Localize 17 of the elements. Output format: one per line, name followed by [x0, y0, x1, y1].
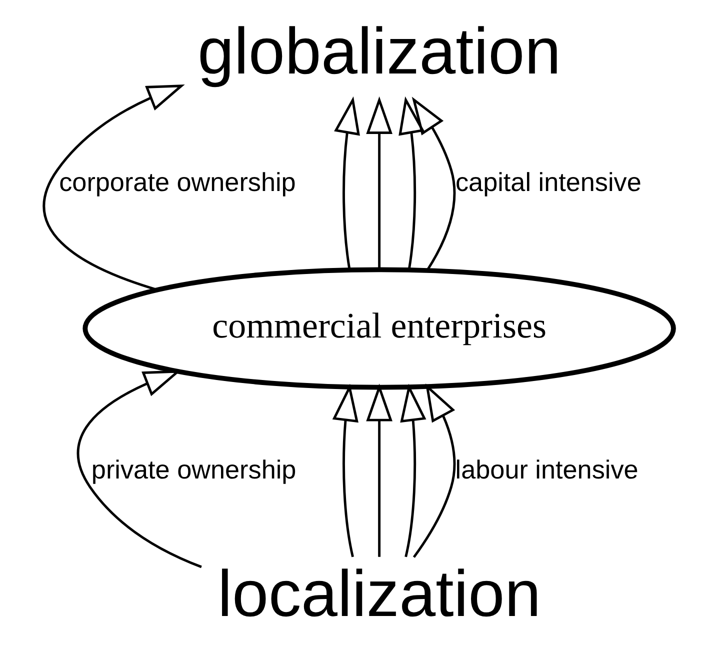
arrow [411, 96, 456, 271]
edge-label: capital intensive [455, 166, 641, 197]
edge-label: private ownership [90, 454, 296, 485]
arrow [400, 384, 426, 558]
arrow [366, 96, 392, 270]
arrow [412, 383, 456, 558]
arrow [332, 384, 358, 558]
arrow [366, 384, 392, 557]
edge-label: corporate ownership [58, 166, 296, 197]
node-ellipse: commercial enterprises [82, 267, 676, 390]
arrow [398, 96, 424, 270]
arrow [334, 96, 360, 270]
node-text: globalization [197, 14, 560, 88]
edge-label: labour intensive [454, 454, 638, 485]
arrow [42, 84, 184, 291]
node-text: localization [217, 557, 540, 630]
arrow [76, 370, 202, 568]
